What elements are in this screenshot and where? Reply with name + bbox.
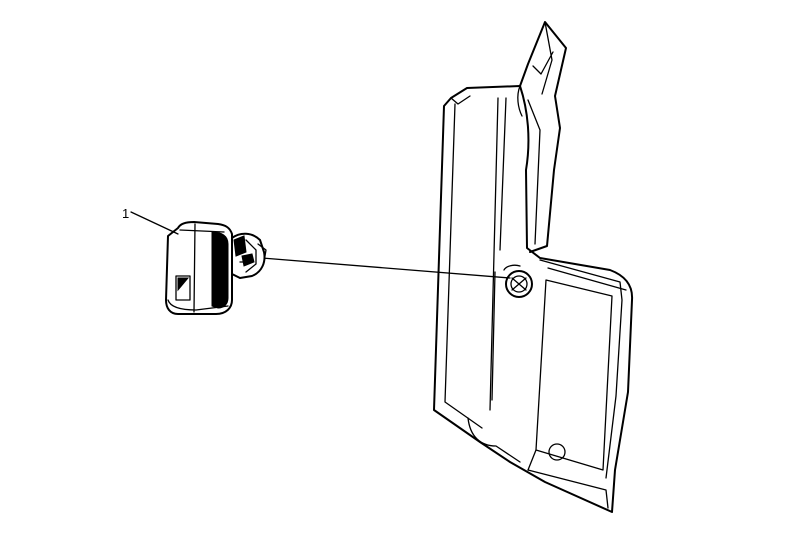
callout-label: 1	[122, 206, 129, 221]
bracket-hole	[548, 443, 566, 461]
sensor-retainer-clip	[231, 232, 267, 279]
mounting-bracket	[433, 21, 634, 513]
callout-1: 1	[122, 206, 179, 235]
sensor-component	[165, 221, 267, 315]
mounting-hole	[503, 264, 533, 298]
alignment-line	[261, 257, 511, 279]
callout-leader-line	[130, 211, 179, 235]
